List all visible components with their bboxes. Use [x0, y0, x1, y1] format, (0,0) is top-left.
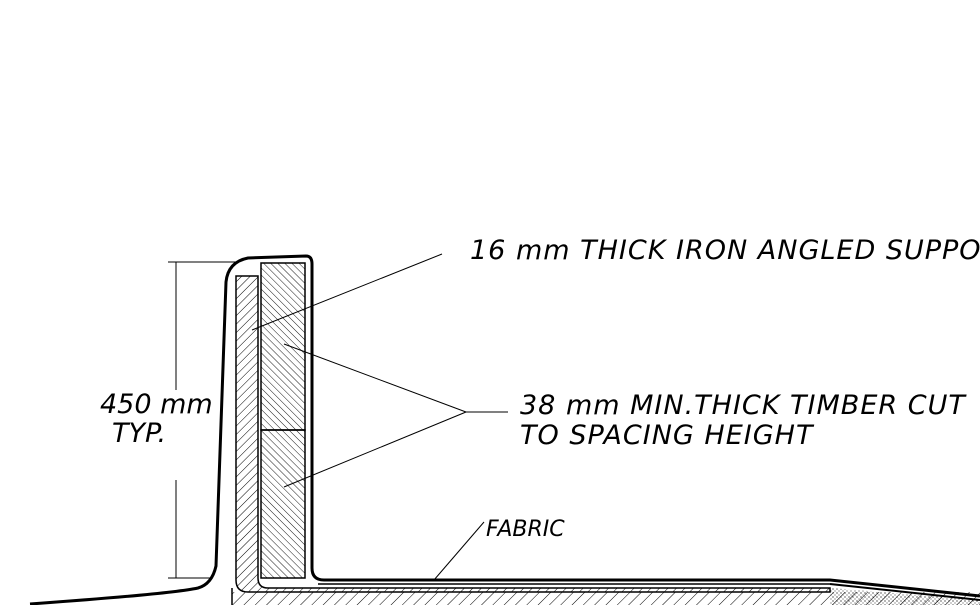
base-substrate	[231, 583, 980, 605]
leader-fabric	[433, 521, 485, 581]
timber-blocks	[260, 262, 306, 579]
leader-lines	[251, 253, 508, 581]
label-dimension-value: 450 mm	[100, 389, 213, 420]
label-timber-line1: 38 mm MIN.THICK TIMBER CUT	[520, 390, 967, 421]
leader-timber-upper	[283, 343, 467, 413]
dimension-450	[168, 261, 236, 579]
leader-timber-lower	[283, 411, 467, 488]
label-iron-support: 16 mm THICK IRON ANGLED SUPPOR	[470, 235, 980, 266]
label-timber-line2: TO SPACING HEIGHT	[520, 420, 815, 451]
timber-block-lower	[260, 429, 306, 579]
timber-block-upper	[260, 262, 306, 431]
iron-angle-support	[235, 275, 831, 593]
leader-iron-support	[251, 253, 443, 331]
label-dimension-note: TYP.	[112, 418, 166, 449]
label-fabric: FABRIC	[486, 517, 565, 542]
fabric-wrap	[29, 254, 980, 606]
